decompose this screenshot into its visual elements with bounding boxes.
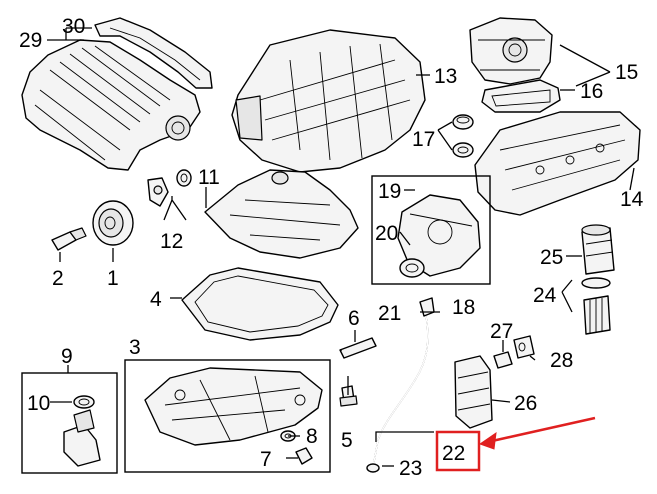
filter-element: [583, 295, 611, 335]
callout-3: 3: [129, 336, 141, 359]
callout-25: 25: [540, 246, 563, 269]
callout-9: 9: [61, 345, 73, 368]
highlight-marker: [435, 416, 596, 472]
callout-10: 10: [27, 392, 50, 415]
oil-pan: [144, 367, 323, 446]
sensor: [147, 177, 169, 207]
intake-gasket: [94, 17, 213, 89]
timing-cover-gasket: [481, 79, 561, 113]
seal-strip-6: [339, 337, 377, 359]
timing-cover-seal: [399, 258, 425, 278]
callout-8: 8: [306, 425, 318, 448]
oil-cooler: [454, 355, 493, 429]
cooler-gasket: [513, 335, 535, 359]
callout-6: 6: [348, 307, 360, 330]
callout-22: 22: [442, 442, 465, 465]
callout-29: 29: [19, 29, 42, 52]
callout-16: 16: [580, 80, 603, 103]
callout-17: 17: [412, 128, 435, 151]
callout-21: 21: [378, 302, 401, 325]
callout-labels: 29 30 1 2 3 4 5 6 7 8 9 10 11 12 13 14 1…: [19, 15, 644, 480]
callout-5: 5: [341, 429, 353, 452]
oil-pan-gasket: [181, 267, 339, 341]
callout-23: 23: [399, 457, 422, 480]
callout-3-box: [124, 359, 331, 473]
callout-28: 28: [550, 349, 573, 372]
callout-15: 15: [615, 61, 638, 84]
crank-pulley: [92, 200, 134, 246]
callout-14: 14: [620, 188, 644, 211]
cylinder-head: [231, 29, 426, 173]
cooler-bolt: [493, 351, 513, 369]
callout-20: 20: [375, 222, 398, 245]
callout-11: 11: [198, 166, 220, 189]
upper-timing-housing: [469, 17, 553, 85]
pulley-bolt: [51, 227, 87, 251]
sensor-oring: [176, 169, 192, 187]
highlight-box: [435, 430, 481, 472]
seal-lower: [452, 142, 474, 158]
dipstick-tube: [373, 315, 429, 463]
callout-2: 2: [52, 267, 64, 290]
callout-1: 1: [107, 267, 119, 290]
callout-19: 19: [378, 180, 401, 203]
valve-cover: [474, 111, 641, 216]
highlight-arrow-shaft: [491, 416, 596, 443]
callout-13: 13: [434, 65, 457, 88]
drain-plug: [295, 447, 313, 465]
oil-level-sensor: [63, 409, 101, 467]
callout-30: 30: [62, 15, 85, 38]
oil-baffle: [204, 169, 359, 259]
highlight-arrow-head: [478, 431, 497, 450]
seal-upper: [452, 114, 474, 130]
filter-oring: [581, 277, 611, 289]
callout-24: 24: [533, 284, 557, 307]
dipstick-handle: [419, 297, 435, 317]
callout-9-box: [21, 372, 118, 474]
callout-7: 7: [260, 448, 272, 471]
callout-27: 27: [490, 320, 513, 343]
intake-manifold: [21, 39, 201, 171]
dipstick-oring: [366, 463, 380, 473]
sensor-oring-10: [73, 395, 95, 409]
leader-lines: [47, 27, 635, 467]
callout-4: 4: [150, 288, 162, 311]
callout-26: 26: [514, 392, 537, 415]
filter-housing-cap: [581, 224, 615, 275]
callout-18-box: [371, 175, 491, 285]
callout-18: 18: [452, 296, 475, 319]
timing-cover: [397, 194, 481, 277]
callout-12: 12: [160, 230, 183, 253]
